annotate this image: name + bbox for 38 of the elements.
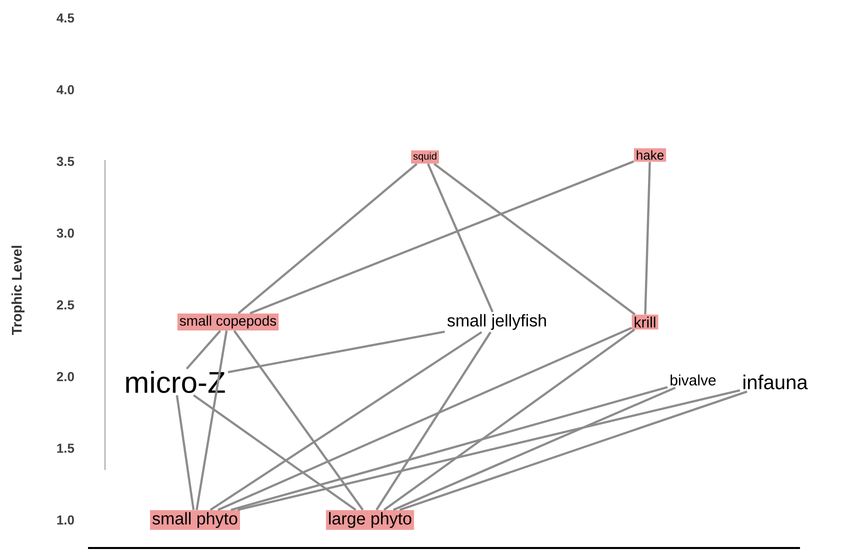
- tick-label: 2.0: [56, 372, 74, 382]
- highlighted-box: krill: [632, 314, 658, 330]
- food-link: [230, 386, 668, 511]
- food-link: [228, 330, 445, 374]
- tick-label: 1.5: [57, 444, 74, 453]
- tick-label: 3.5: [56, 156, 74, 166]
- food-link: [238, 163, 418, 314]
- food-link: [433, 162, 636, 316]
- label-box: infauna: [740, 372, 810, 392]
- food-link: [237, 389, 740, 511]
- highlighted-box: hake: [634, 148, 666, 162]
- food-link: [427, 163, 494, 312]
- highlighted-box: squid: [411, 150, 439, 164]
- tick-label: 4.0: [56, 85, 74, 94]
- tick-label: 2.5: [56, 300, 74, 310]
- label-box: micro-Z: [122, 369, 228, 396]
- food-link: [376, 332, 492, 510]
- food-link: [383, 328, 636, 511]
- tick-label: 3.0: [56, 228, 74, 238]
- highlighted-box: large phyto: [326, 510, 414, 530]
- food-link: [644, 162, 651, 314]
- food-link: [186, 330, 222, 370]
- food-link: [193, 394, 356, 511]
- food-link: [250, 160, 634, 314]
- food-link: [210, 331, 482, 511]
- highlighted-box: small phyto: [150, 510, 240, 530]
- food-link: [392, 386, 676, 511]
- tick-label: 4.5: [56, 13, 74, 23]
- label-box: small jellyfish: [444, 312, 550, 332]
- label-box: bivalve: [668, 372, 718, 388]
- food-link: [233, 330, 364, 511]
- food-link: [196, 330, 228, 510]
- food-link: [176, 395, 195, 510]
- tick-label: 1.0: [57, 515, 74, 525]
- food-link: [399, 390, 748, 511]
- axis-title: Trophic Level: [11, 246, 25, 335]
- highlighted-box: small copepods: [177, 313, 279, 331]
- food-link: [218, 326, 632, 511]
